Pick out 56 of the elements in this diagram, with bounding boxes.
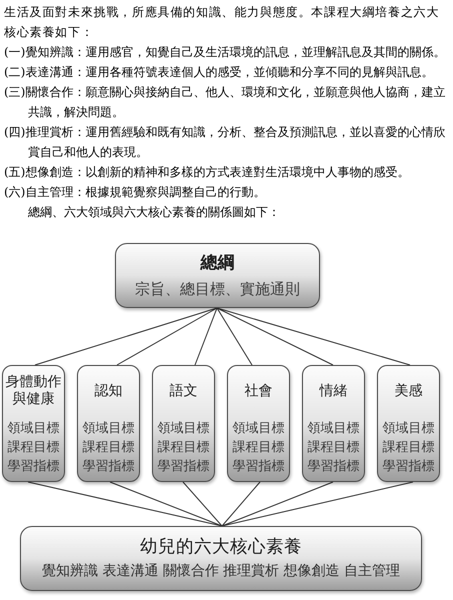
rounded-box bbox=[20, 526, 422, 591]
box-item-text: 領域目標 bbox=[8, 420, 60, 438]
connector-line bbox=[216, 308, 334, 366]
rounded-box bbox=[115, 243, 320, 308]
box-item-text: 領域目標 bbox=[82, 420, 134, 438]
rounded-box bbox=[2, 365, 65, 482]
paragraph: 生活及面對未來挑戰，所應具備的知識、能力與態度。本課程大綱培養之六大核心素養如下： bbox=[4, 4, 440, 41]
connector-line bbox=[110, 482, 222, 526]
connector-line bbox=[222, 482, 334, 526]
connector-line bbox=[216, 308, 252, 366]
box-title: 社會 bbox=[244, 382, 272, 400]
box-subtitle: 宗旨、總目標、實施通則 bbox=[135, 280, 300, 298]
box-item-text: 學習指標 bbox=[382, 458, 434, 476]
box-title: 語文 bbox=[170, 382, 198, 400]
connector-line bbox=[222, 482, 414, 526]
box-title: 幼兒的六大核心素養 bbox=[140, 537, 302, 558]
list-item-text: (二)表達溝通：運用各種符號表達個人的感受，並傾聽和分享不同的見解與訊息。 bbox=[4, 64, 434, 81]
connector-line bbox=[216, 308, 410, 366]
box-item-text: 學習指標 bbox=[8, 458, 60, 476]
box-title: 情緒 bbox=[320, 382, 348, 400]
box-item-text: 領域目標 bbox=[382, 420, 434, 438]
rounded-box bbox=[377, 365, 440, 482]
box-title: 美感 bbox=[394, 382, 422, 400]
box-item-text: 課程目標 bbox=[82, 439, 134, 457]
list-item-text: (六)自主管理：根據規範覺察與調整自己的行動。 bbox=[4, 184, 266, 201]
list-item-text: (五)想像創造：以創新的精神和多樣的方式表達對生活環境中人事物的感受。 bbox=[4, 164, 410, 181]
box-item-text: 課程目標 bbox=[232, 439, 284, 457]
box-title: 總綱 bbox=[200, 253, 234, 273]
connector-line bbox=[28, 482, 222, 526]
connector-line bbox=[34, 308, 218, 366]
box-item-text: 課程目標 bbox=[8, 439, 60, 457]
box-item-text: 領域目標 bbox=[158, 420, 210, 438]
connector-line bbox=[116, 308, 218, 366]
box-item-text: 課程目標 bbox=[158, 439, 210, 457]
box-item-text: 領域目標 bbox=[232, 420, 284, 438]
connector-line bbox=[194, 308, 218, 366]
box-item-text: 學習指標 bbox=[308, 458, 360, 476]
box-item-text: 學習指標 bbox=[82, 458, 134, 476]
list-item-text: (三)關懷合作：願意關心與接納自己、他人、環境和文化，並願意與他人協商，建立共識，解決問題。 bbox=[4, 84, 446, 121]
box-item-text: 學習指標 bbox=[158, 458, 210, 476]
rounded-box bbox=[152, 365, 215, 482]
box-title: 認知 bbox=[94, 382, 122, 400]
list-item-text: (四)推理賞析：運用舊經驗和既有知識，分析、整合及預測訊息，並以喜愛的心情欣賞自己和他人的表現。 bbox=[4, 124, 446, 161]
box-item-text: 領域目標 bbox=[308, 420, 360, 438]
rounded-box bbox=[302, 365, 365, 482]
box-item-text: 課程目標 bbox=[382, 439, 434, 457]
rounded-box bbox=[227, 365, 290, 482]
connector-line bbox=[182, 482, 222, 526]
box-item-text: 課程目標 bbox=[308, 439, 360, 457]
box-item-text: 學習指標 bbox=[232, 458, 284, 476]
list-item-text: (一)覺知辨識：運用感官，知覺自己及生活環境的訊息，並理解訊息及其間的關係。 bbox=[4, 44, 446, 61]
box-subtitle: 覺知辨識 表達溝通 關懷合作 推理賞析 想像創造 自主管理 bbox=[42, 562, 400, 580]
box-title: 身體動作與健康 bbox=[4, 374, 62, 408]
connector-line bbox=[222, 482, 260, 526]
intro-sentence: 總綱、六大領域與六大核心素養的關係圖如下： bbox=[27, 204, 281, 221]
rounded-box bbox=[77, 365, 140, 482]
